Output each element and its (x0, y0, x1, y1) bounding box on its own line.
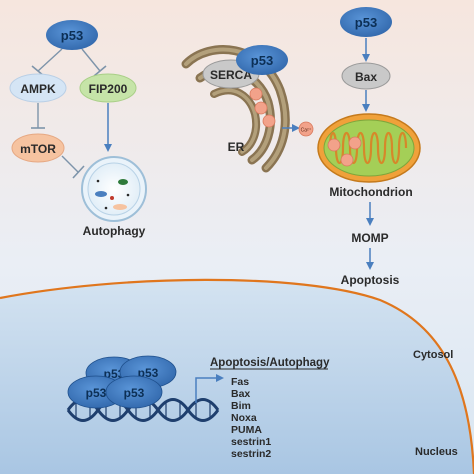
p53-node-right (340, 7, 392, 37)
cytosol-label: Cytosol (413, 349, 453, 361)
target-gene: sestrin2 (231, 448, 271, 460)
cargo-green (118, 179, 128, 185)
left-pathway: p53 AMPK FIP200 mTOR Autophagy (9, 20, 147, 238)
right-pathway: p53 Bax MOMP Apoptosis (340, 7, 400, 287)
target-gene: Bax (231, 388, 250, 400)
cargo-peach (113, 204, 127, 210)
dna-strand-2 (66, 398, 220, 422)
target-gene: Bim (231, 400, 251, 412)
ca-ion-mito-3 (348, 136, 362, 150)
ca-ion-2 (254, 101, 268, 115)
target-gene: PUMA (231, 424, 262, 436)
apoptosis-label: Apoptosis (341, 273, 400, 287)
p53-tetramer-label-4: p53 (124, 386, 145, 400)
ampk-label: AMPK (20, 82, 56, 96)
mitochondrion-label: Mitochondrion (329, 185, 412, 199)
inhibit-line-p53-ampk (37, 48, 63, 72)
bax-label: Bax (355, 70, 377, 84)
p53-label-middle: p53 (251, 53, 273, 68)
inhibit-bar-autophagy (72, 165, 85, 179)
p53-node-middle (236, 45, 288, 75)
ca-ion-mito-2 (340, 153, 354, 167)
target-header: Apoptosis/Autophagy (210, 357, 330, 369)
autophagosome-inner (87, 162, 141, 216)
nucleus-label: Nucleus (415, 446, 458, 458)
target-gene: Fas (231, 376, 249, 388)
er-label: ER (228, 140, 245, 154)
ampk-node (9, 73, 67, 103)
transcription-arrow (195, 374, 224, 403)
nuclear-membrane (0, 278, 474, 474)
inhibit-line-p53-fip200 (81, 48, 101, 72)
target-gene: Noxa (231, 412, 257, 424)
fip200-label: FIP200 (89, 82, 128, 96)
cargo-dot-2 (126, 193, 130, 197)
cargo-blue (95, 191, 107, 197)
mtor-node (11, 133, 65, 163)
mtor-label: mTOR (20, 142, 56, 156)
autophagy-label: Autophagy (83, 224, 146, 238)
serca-label: SERCA (210, 68, 252, 82)
ca-ion-transfer (298, 121, 314, 137)
p53-node-left (46, 20, 98, 50)
p53-tetramer-4 (105, 375, 163, 409)
ca-ion-mito-1 (327, 138, 341, 152)
bax-node (341, 62, 391, 90)
cargo-dot-1 (96, 179, 100, 183)
ca-ion-1 (249, 87, 263, 101)
cristae (328, 131, 408, 165)
ca-ion-3 (262, 114, 276, 128)
cargo-dot-3 (104, 206, 108, 210)
ca-ion-transfer-label: Ca²⁺ (301, 128, 312, 134)
p53-label-right: p53 (355, 15, 377, 30)
nucleus-region (0, 279, 474, 474)
momp-label: MOMP (351, 231, 388, 245)
nucleus-panel: p53 p53 p53 p53 Apoptosis/Autophagy Fas … (66, 355, 330, 460)
p53-label-left: p53 (61, 28, 83, 43)
p53-tetramer-label-3: p53 (86, 386, 107, 400)
inhibit-bar-fip200 (93, 65, 107, 77)
target-gene: sestrin1 (231, 436, 271, 448)
cargo-red (110, 196, 114, 200)
inhibit-line-mtor-autophagy (61, 155, 79, 173)
fip200-node (79, 73, 137, 103)
er-mito-panel: ER SERCA p53 Ca²⁺ Mitochondrion (181, 45, 421, 199)
